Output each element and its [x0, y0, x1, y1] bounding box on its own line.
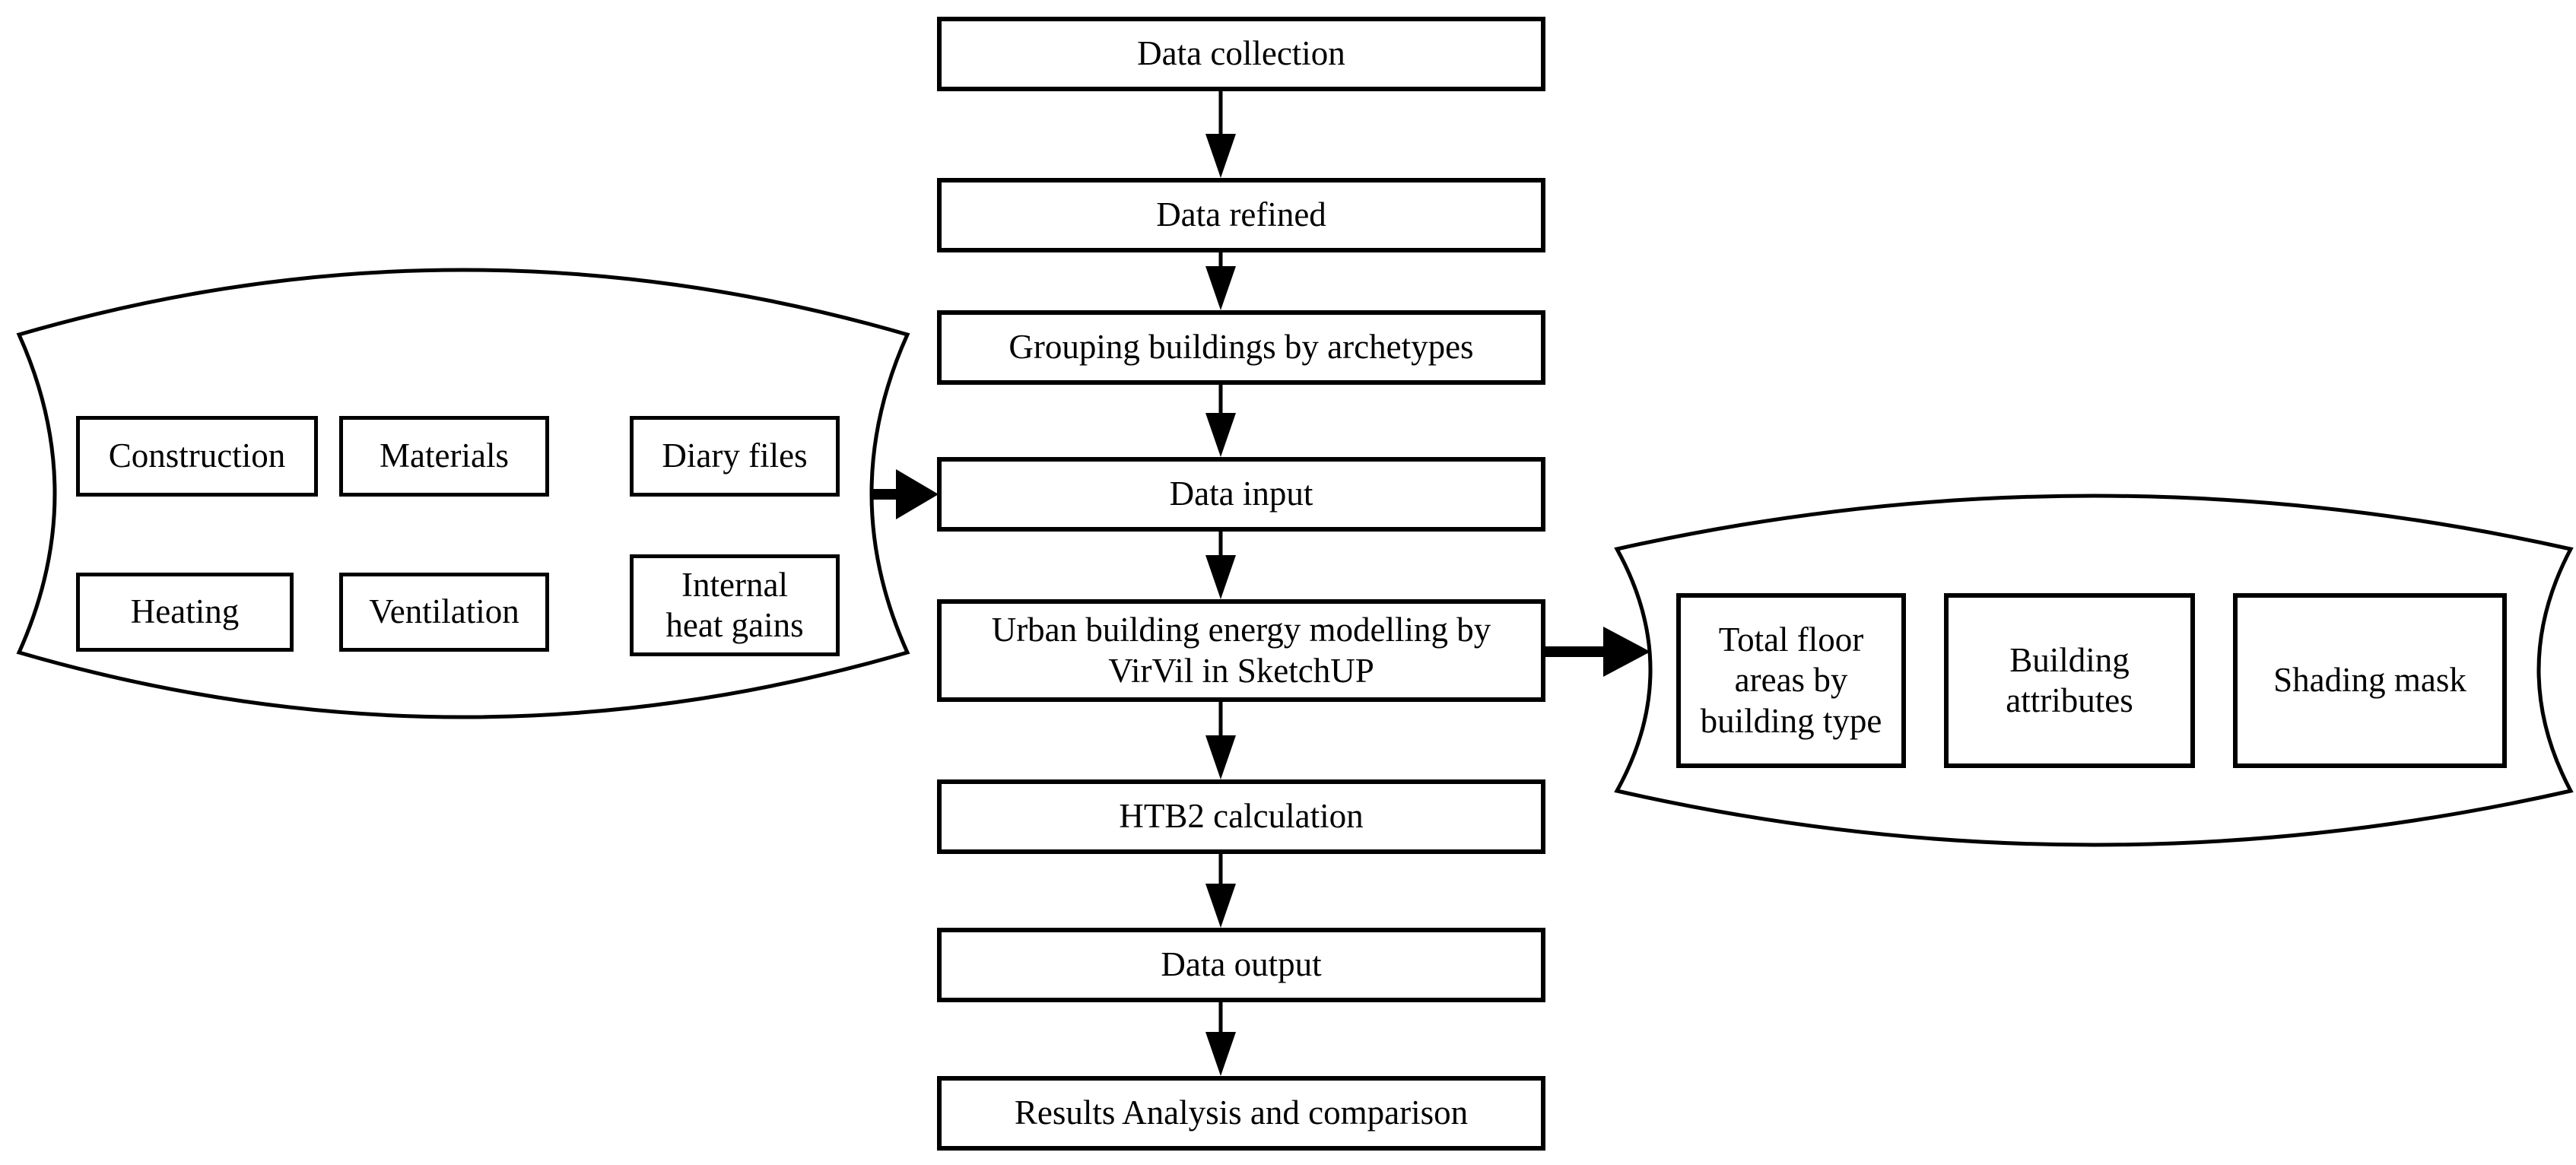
output-item-label: Shading mask	[2273, 661, 2466, 700]
output-item-label: Building attributes	[2006, 640, 2133, 719]
arrow-inputs-to-data-input	[872, 469, 939, 519]
flow-step-label: HTB2 calculation	[1119, 797, 1364, 836]
arrow-modelling-to-outputs	[1545, 627, 1650, 677]
input-item-label: Materials	[380, 436, 509, 475]
input-item-label: Internal heat gains	[665, 565, 804, 644]
flow-step-data-output: Data output	[937, 928, 1545, 1002]
flow-step-htb2-calculation: HTB2 calculation	[937, 779, 1545, 854]
flow-step-urban-modelling: Urban building energy modelling by VirVi…	[937, 599, 1545, 702]
input-item-label: Ventilation	[369, 592, 519, 631]
input-item-label: Diary files	[662, 436, 808, 475]
arrow-refined-to-grouping	[1205, 252, 1236, 310]
output-item-total-floor-areas: Total floor areas by building type	[1676, 593, 1906, 768]
output-item-label: Total floor areas by building type	[1700, 621, 1882, 740]
input-item-diary-files: Diary files	[630, 416, 840, 497]
input-item-construction: Construction	[76, 416, 318, 497]
flow-step-label: Results Analysis and comparison	[1014, 1094, 1469, 1132]
input-item-materials: Materials	[339, 416, 549, 497]
flow-step-grouping-buildings: Grouping buildings by archetypes	[937, 310, 1545, 385]
output-item-building-attributes: Building attributes	[1944, 593, 2195, 768]
arrow-input-to-modelling	[1205, 532, 1236, 599]
flow-step-label: Data collection	[1137, 34, 1345, 73]
arrow-modelling-to-htb2	[1205, 702, 1236, 779]
input-item-label: Heating	[130, 592, 240, 631]
flow-step-data-refined: Data refined	[937, 178, 1545, 252]
arrow-grouping-to-input	[1205, 385, 1236, 457]
arrow-output-to-results	[1205, 1002, 1236, 1076]
input-item-heating: Heating	[76, 573, 294, 652]
input-item-internal-heat-gains: Internal heat gains	[630, 554, 840, 656]
output-item-shading-mask: Shading mask	[2233, 593, 2507, 768]
input-item-label: Construction	[108, 436, 286, 475]
arrow-htb2-to-output	[1205, 854, 1236, 928]
flow-step-label: Urban building energy modelling by VirVi…	[991, 611, 1491, 690]
flow-step-data-input: Data input	[937, 457, 1545, 532]
flow-step-results-analysis: Results Analysis and comparison	[937, 1076, 1545, 1151]
flow-step-data-collection: Data collection	[937, 17, 1545, 91]
flow-step-label: Data output	[1161, 945, 1322, 984]
input-item-ventilation: Ventilation	[339, 573, 549, 652]
flow-step-label: Data input	[1169, 475, 1313, 513]
flow-step-label: Grouping buildings by archetypes	[1008, 328, 1474, 367]
arrow-collection-to-refined	[1205, 91, 1236, 178]
flow-step-label: Data refined	[1156, 195, 1326, 234]
